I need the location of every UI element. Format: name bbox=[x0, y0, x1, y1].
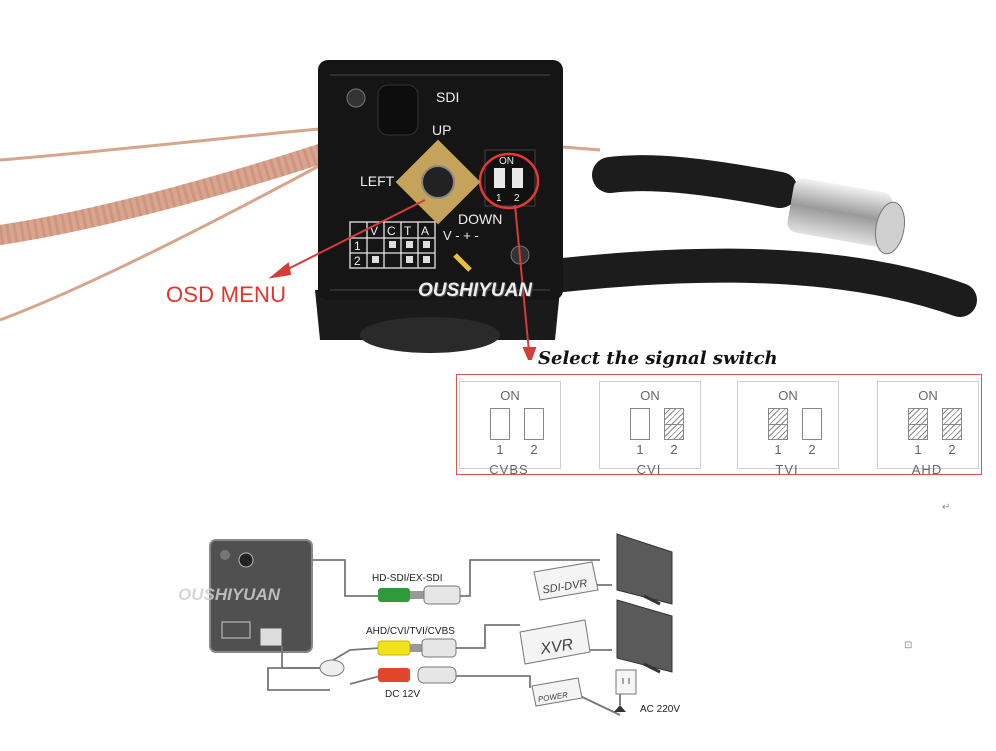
analog-bnc bbox=[421, 638, 457, 658]
switch-setting-tvi: ON 1 2 bbox=[737, 381, 839, 469]
watermark: OUSHIYUAN bbox=[418, 280, 533, 301]
switch-on-label: ON bbox=[500, 388, 520, 403]
signal-switch-title: Select the signal switch bbox=[538, 348, 778, 369]
dip-highlight-circle bbox=[478, 152, 540, 210]
diagram-camera-board bbox=[209, 539, 313, 653]
label-sdi-dvr: SDI-DVR bbox=[542, 578, 589, 597]
mode-label-ahd: AHD bbox=[911, 462, 943, 477]
switch-setting-ahd: ON 1 2 bbox=[877, 381, 979, 469]
power-cable bbox=[503, 248, 977, 317]
osd-arrow bbox=[268, 199, 426, 279]
switch-on-label: ON bbox=[640, 388, 660, 403]
dip-key-2 bbox=[802, 408, 822, 440]
label-dip-on: ON bbox=[499, 156, 514, 167]
mode-label-tvi: TVI bbox=[775, 462, 799, 477]
dip-number-2: 2 bbox=[530, 442, 538, 457]
wall-socket bbox=[614, 669, 637, 712]
label-mains: AC 220V bbox=[640, 704, 680, 715]
dip-number-1: 1 bbox=[496, 442, 504, 457]
label-left: LEFT bbox=[360, 173, 395, 189]
label-power-pins: V - + - bbox=[443, 228, 479, 243]
label-dip-2: 2 bbox=[514, 193, 520, 204]
dip-number-1: 1 bbox=[914, 442, 922, 457]
table-header-t: T bbox=[404, 224, 412, 238]
power-plug bbox=[417, 666, 457, 684]
table-header-a: A bbox=[421, 224, 429, 238]
label-sdi: SDI bbox=[436, 89, 459, 105]
power-connector bbox=[378, 668, 410, 682]
bnc-cable bbox=[592, 155, 798, 208]
monitor-sdi bbox=[616, 533, 673, 606]
label-cable-analog: AHD/CVI/TVI/CVBS bbox=[366, 626, 455, 637]
thin-coax-cable-left bbox=[0, 158, 331, 322]
label-xvr: XVR bbox=[538, 636, 575, 658]
dip-number-2: 2 bbox=[670, 442, 678, 457]
mode-label-cvi: CVI bbox=[636, 462, 662, 477]
table-header-c: C bbox=[387, 224, 396, 238]
dip-key-2 bbox=[524, 408, 544, 440]
dip-key-1 bbox=[630, 408, 650, 440]
mode-label-cvbs: CVBS bbox=[489, 462, 529, 477]
return-mark: ↵ bbox=[942, 502, 951, 513]
label-down: DOWN bbox=[458, 211, 502, 227]
board-connector bbox=[377, 84, 419, 136]
label-power: POWER bbox=[537, 690, 568, 704]
sdi-bnc bbox=[423, 585, 461, 605]
monitor-xvr bbox=[616, 599, 673, 674]
sdi-connector bbox=[378, 588, 410, 602]
dip-key-1 bbox=[908, 408, 928, 440]
table-row-2: 2 bbox=[354, 254, 361, 268]
dip-key-2 bbox=[942, 408, 962, 440]
table-row-1: 1 bbox=[354, 239, 361, 253]
osd-menu-label: OSD MENU bbox=[166, 282, 287, 307]
xvr-device: XVR bbox=[519, 619, 591, 665]
dip-number-1: 1 bbox=[774, 442, 782, 457]
switch-on-label: ON bbox=[778, 388, 798, 403]
power-adapter: POWER bbox=[531, 677, 583, 707]
mode-table bbox=[349, 221, 436, 269]
switch-on-label: ON bbox=[918, 388, 938, 403]
label-dip-1: 1 bbox=[496, 193, 502, 204]
label-cable-sdi: HD-SDI/EX-SDI bbox=[372, 573, 443, 584]
label-cable-power: DC 12V bbox=[385, 689, 420, 700]
bnc-connector bbox=[787, 178, 906, 255]
dip-key-1 bbox=[768, 408, 788, 440]
dip-number-2: 2 bbox=[948, 442, 956, 457]
dip-number-1: 1 bbox=[636, 442, 644, 457]
switch-setting-cvbs: ON 1 2 bbox=[459, 381, 561, 469]
label-up: UP bbox=[432, 122, 451, 138]
dip-number-2: 2 bbox=[808, 442, 816, 457]
diagram-watermark: OUSHIYUAN bbox=[178, 585, 281, 604]
dip-key-2 bbox=[664, 408, 684, 440]
dip-key-1 bbox=[490, 408, 510, 440]
camera-board-photo: SDI UP LEFT DOWN ON 1 2 V - + - V C T A … bbox=[0, 60, 977, 360]
square-mark: ⊡ bbox=[904, 640, 913, 651]
analog-connector bbox=[377, 640, 411, 656]
signal-switch-arrow bbox=[514, 204, 537, 360]
table-header-v: V bbox=[370, 224, 378, 238]
sdi-dvr-device: SDI-DVR bbox=[533, 561, 599, 601]
switch-setting-cvi: ON 1 2 bbox=[599, 381, 701, 469]
